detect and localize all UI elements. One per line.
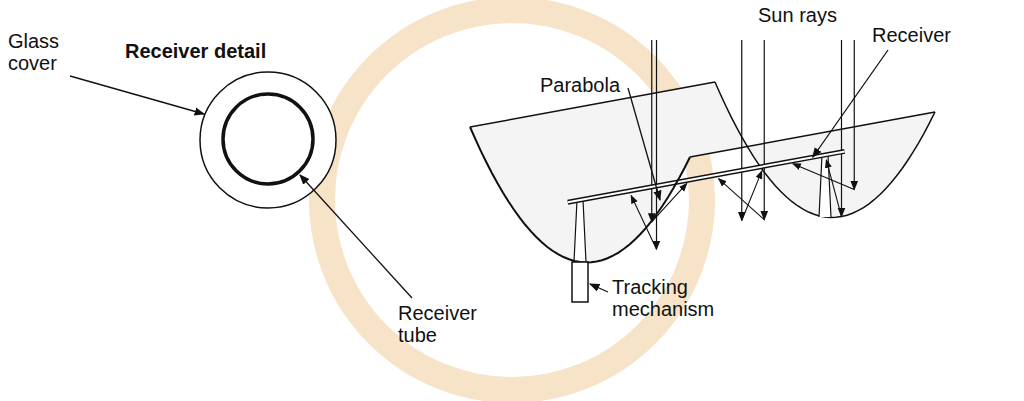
mirror-surface [470, 82, 935, 262]
part-label: Glass cover [8, 30, 70, 74]
part-label: Receiver detail [125, 40, 295, 62]
reflected-ray [826, 160, 841, 217]
leader-arrow [590, 284, 608, 292]
trough-edge [715, 82, 935, 217]
trough-edge [470, 127, 690, 262]
leader-arrow [628, 88, 660, 200]
part-label: Tracking mechanism [612, 276, 722, 320]
reflected-ray [793, 164, 854, 190]
leader-arrow [813, 50, 888, 157]
leader-arrow [300, 175, 412, 298]
part-label: Parabola [540, 74, 640, 96]
tracking-post [572, 262, 588, 302]
sun-ray [854, 40, 855, 190]
reflected-ray [742, 171, 762, 221]
sun-ray [764, 40, 765, 220]
sun-ray [841, 40, 842, 217]
glass-cover-circle [200, 72, 336, 208]
leader-arrow [70, 76, 204, 114]
reflected-ray [631, 196, 656, 250]
receiver-pipe [568, 151, 845, 202]
receiver-pipe-core [568, 151, 845, 202]
receiver-support [819, 155, 831, 217]
part-label: Receiver tube [398, 302, 478, 346]
receiver-support [574, 200, 586, 262]
receiver-tube-circle [223, 94, 313, 184]
part-label: Sun rays [758, 4, 868, 26]
trough-rim [690, 112, 935, 157]
part-label: Receiver [872, 24, 982, 46]
sun-ray [651, 40, 652, 222]
trough-collector [470, 40, 935, 302]
sun-ray [741, 40, 742, 220]
